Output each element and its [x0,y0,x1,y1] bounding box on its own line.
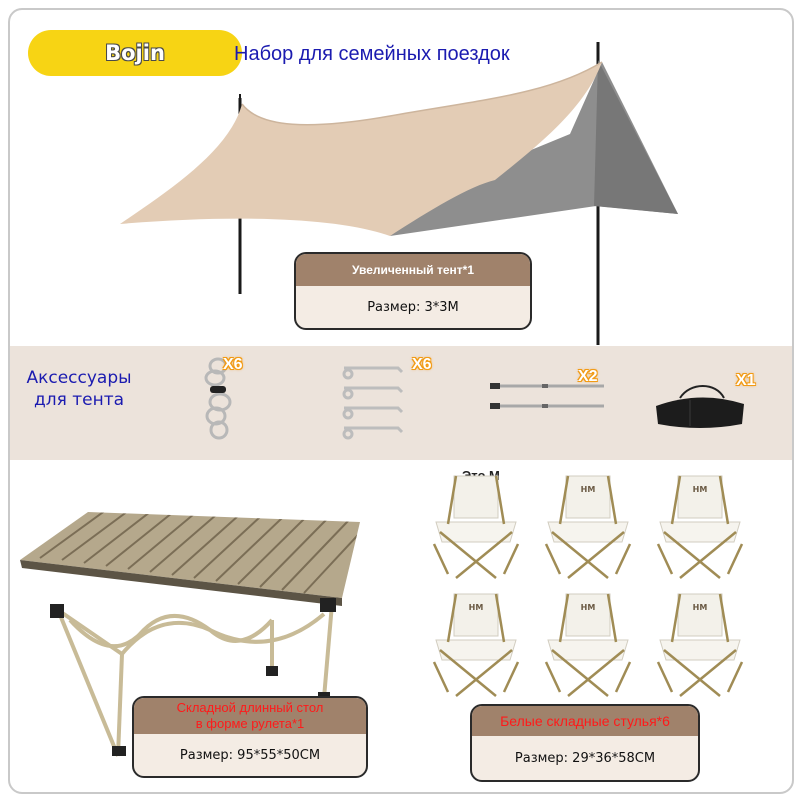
tent-size: Размер: 3*3M [367,299,459,315]
chair-logo: HM [469,603,484,612]
chairs-info-card: Белые складные стулья*6 Размер: 29*36*58… [470,704,700,782]
chair-logo: HM [693,485,708,494]
brand-name: Bojin [105,41,165,65]
storage-bag-icon [656,385,744,428]
rope-qty-badge: X6 [223,356,243,373]
table-info-card: Складной длинный стол в форме рулета*1 Р… [132,696,368,778]
pole-qty-badge: X2 [578,368,598,385]
tent-peg-icon [342,366,404,440]
brand-badge: Bojin [28,30,242,76]
peg-qty-badge: X6 [412,356,432,373]
tent-pole-icon [490,383,604,409]
table-caption: Складной длинный стол в форме рулета*1 [134,698,366,734]
accessories-title-line2: для тента [33,389,125,410]
accessories-band [10,346,792,460]
chairs-caption: Белые складные стулья*6 [472,706,698,736]
chairs-size: Размер: 29*36*58CM [514,750,656,766]
chair-logo: HM [581,603,596,612]
table-caption-line1: Складной длинный стол [176,700,324,716]
chair [432,474,520,580]
accessories-title-line1: Аксессуары [26,368,132,388]
chair-logo: HM [693,603,708,612]
accessories-title: Аксессуары для тента [16,368,142,412]
tent-info-card: Увеличенный тент*1 Размер: 3*3M [294,252,532,330]
bag-qty-badge: X1 [736,372,756,389]
tent-caption: Увеличенный тент*1 [296,254,530,286]
tent-illustration [120,42,678,345]
table-size: Размер: 95*55*50CM [179,747,321,763]
page-title: Набор для семейных поездок [234,43,510,65]
table-caption-line2: в форме рулета*1 [195,716,305,731]
roll-table-illustration [20,512,360,757]
chair-logo: HM [581,485,596,494]
product-frame: Bojin Набор для семейных поездок Увеличе… [8,8,794,794]
folding-chairs-illustration: HM HM HM HM HM [432,474,744,698]
rope-icon [204,357,232,440]
